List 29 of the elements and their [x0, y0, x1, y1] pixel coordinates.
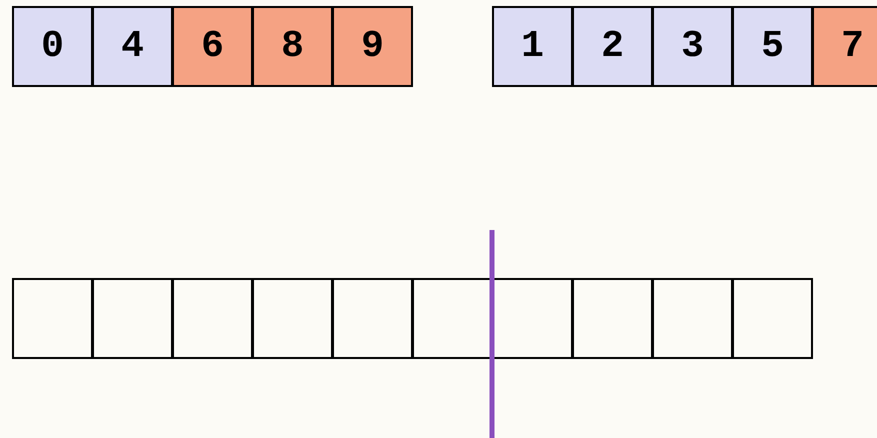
digit-label: 0 — [41, 28, 64, 66]
empty-cell — [252, 278, 333, 359]
empty-cell — [652, 278, 733, 359]
number-cell — [12, 6, 93, 87]
empty-cell — [732, 278, 813, 359]
digit-label: 3 — [681, 28, 704, 66]
number-cell — [812, 6, 877, 87]
number-cell — [732, 6, 813, 87]
number-cell — [252, 6, 333, 87]
digit-label: 1 — [521, 28, 544, 66]
empty-cell — [572, 278, 653, 359]
empty-cell — [12, 278, 93, 359]
digit-label: 2 — [601, 28, 624, 66]
digit-label: 8 — [281, 28, 304, 66]
digit-label: 5 — [761, 28, 784, 66]
digit-label: 7 — [841, 28, 864, 66]
empty-cell — [492, 278, 573, 359]
number-cell — [492, 6, 573, 87]
empty-cell — [332, 278, 413, 359]
digit-label: 4 — [121, 28, 144, 66]
number-cell — [172, 6, 253, 87]
empty-cell — [92, 278, 173, 359]
empty-cell — [172, 278, 253, 359]
number-cell — [92, 6, 173, 87]
digit-label: 6 — [201, 28, 224, 66]
number-cell — [652, 6, 733, 87]
number-cell — [572, 6, 653, 87]
number-cell — [332, 6, 413, 87]
digit-label: 9 — [361, 28, 384, 66]
